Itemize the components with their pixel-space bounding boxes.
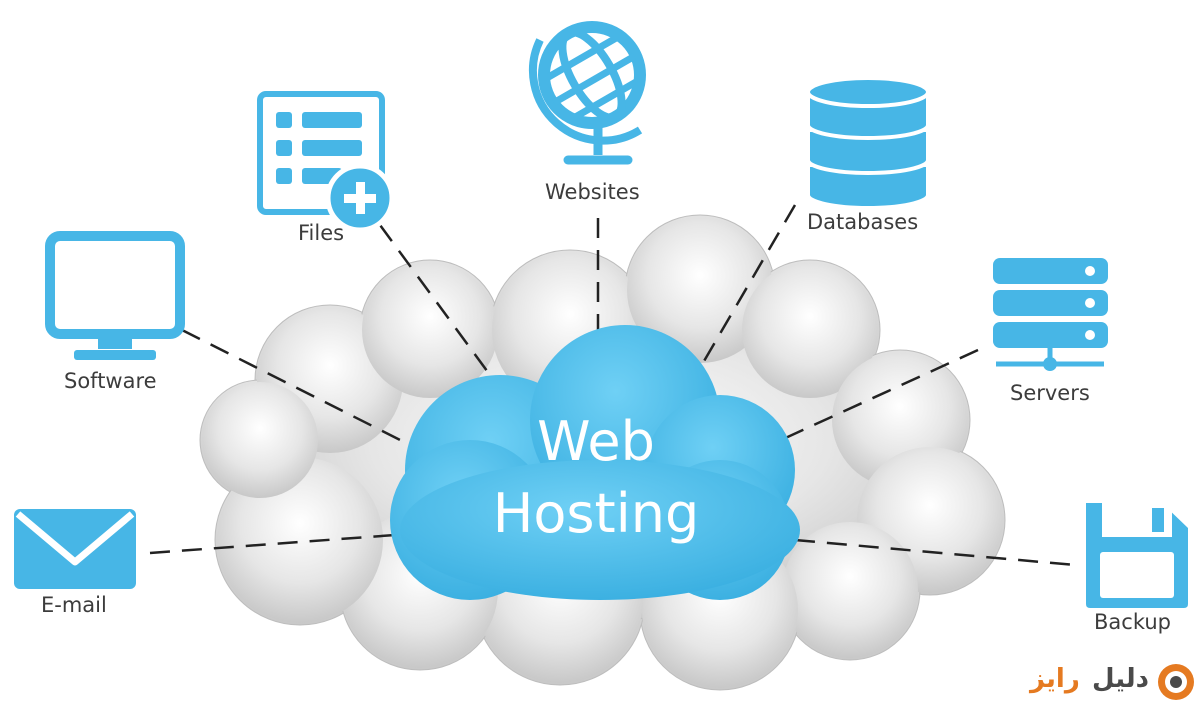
connector-backup <box>794 538 1076 567</box>
files-add-icon <box>257 91 395 233</box>
watermark-word-1: دليل <box>1092 664 1149 694</box>
node-label-databases: Databases <box>807 210 919 234</box>
globe-icon <box>529 21 646 165</box>
envelope-icon <box>14 509 136 589</box>
monitor-icon <box>45 231 185 360</box>
center-cloud <box>390 325 800 600</box>
database-icon <box>806 76 930 210</box>
node-label-backup: Backup <box>1094 610 1171 634</box>
connector-software <box>181 328 421 452</box>
center-title-line2: Hosting <box>492 482 700 545</box>
floppy-disk-icon <box>1086 503 1188 608</box>
node-label-websites: Websites <box>545 180 640 204</box>
center-title-line1: Web <box>537 410 655 473</box>
node-label-email: E-mail <box>41 593 107 617</box>
node-label-files: Files <box>298 221 345 245</box>
node-label-software: Software <box>64 369 157 393</box>
node-label-servers: Servers <box>1010 381 1090 405</box>
connector-email <box>149 533 396 555</box>
logo-badge-icon <box>1158 664 1194 700</box>
connector-servers <box>769 348 979 447</box>
server-rack-icon <box>993 258 1108 371</box>
connector-lines <box>149 204 1076 567</box>
watermark-word-2: رايز <box>1030 664 1080 694</box>
